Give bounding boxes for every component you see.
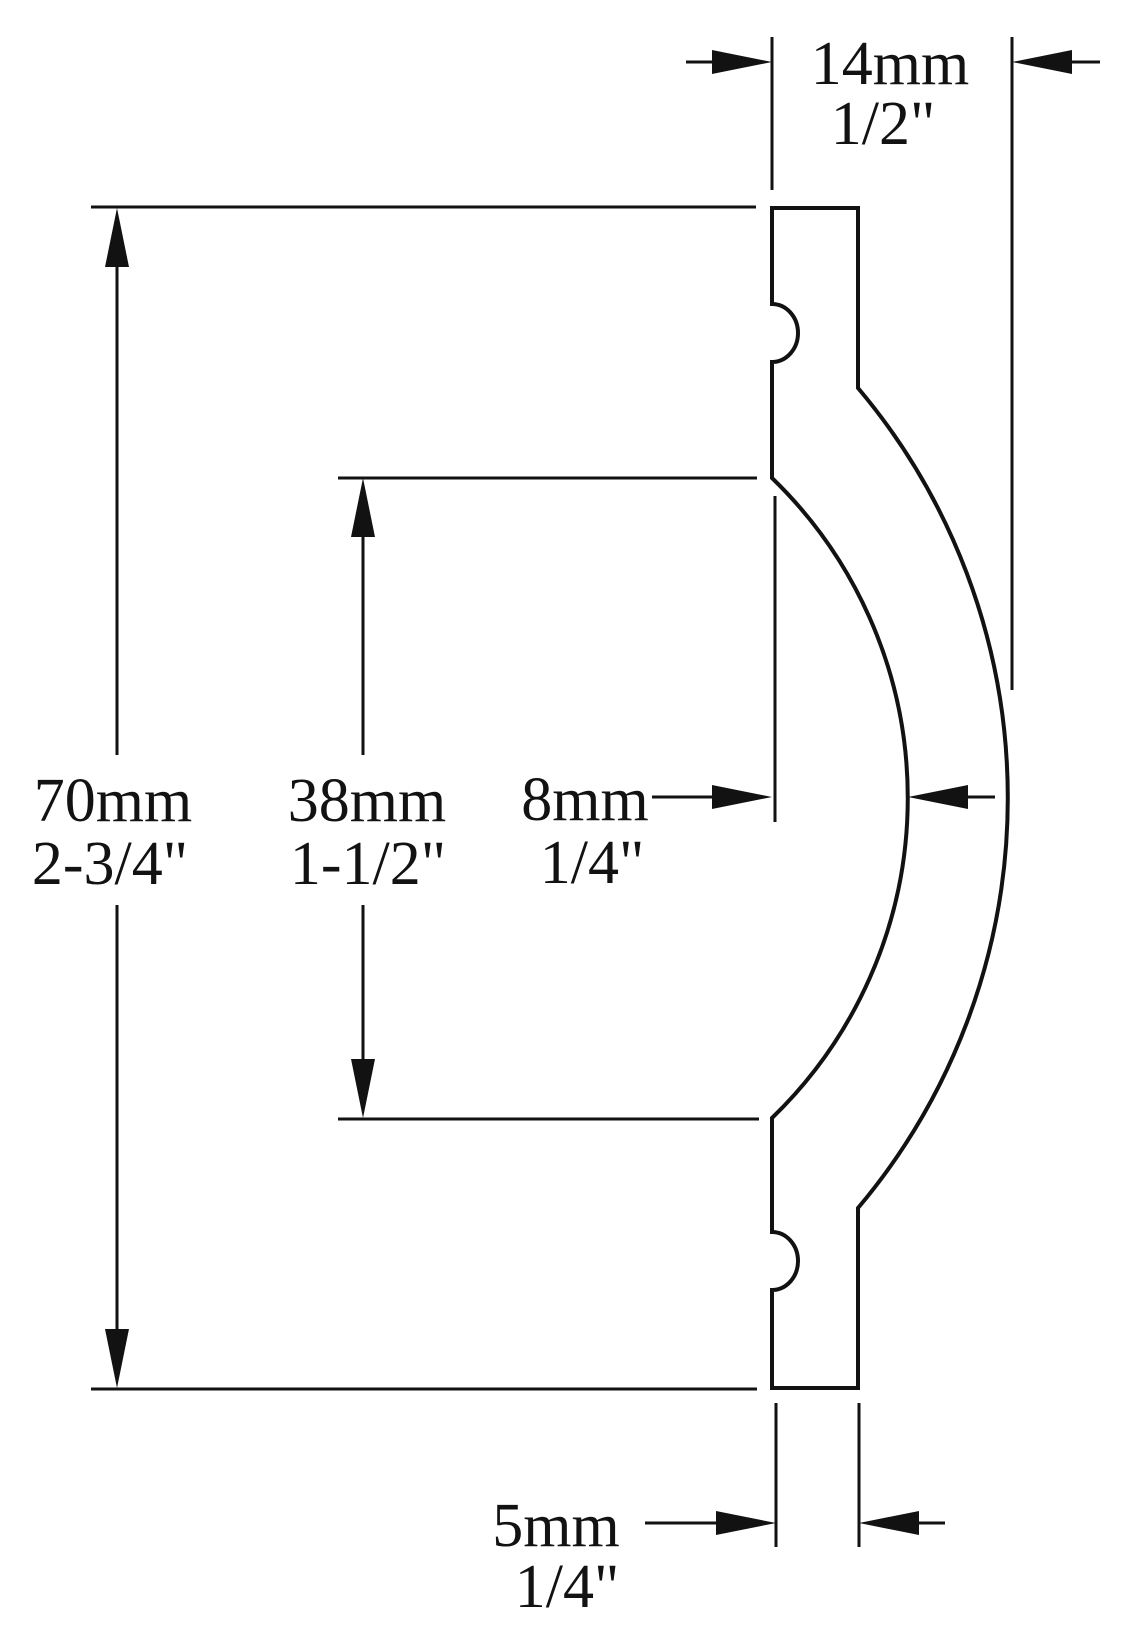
dim-label-imperial: 2-3/4" <box>32 830 188 898</box>
dim-label-imperial: 1/2" <box>831 90 936 158</box>
dim-label-metric: 70mm <box>34 767 192 835</box>
dim-face-depth: 8mm 1/4" <box>521 496 995 897</box>
arrowhead-left-icon <box>1012 50 1072 74</box>
arrowhead-up-icon <box>351 478 375 537</box>
arrowhead-left-icon <box>908 785 968 809</box>
arrowhead-up-icon <box>105 208 129 267</box>
dim-label-metric: 8mm <box>521 766 648 834</box>
dim-label-imperial: 1/4" <box>540 829 645 897</box>
moulding-profile-outline <box>770 206 1010 1390</box>
dim-face-height: 38mm 1-1/2" <box>288 476 759 1121</box>
dim-edge-thickness: 5mm 1/4" <box>492 1403 945 1621</box>
dim-label-imperial: 1/4" <box>515 1553 620 1621</box>
dim-label-metric: 14mm <box>811 30 969 98</box>
arrowhead-down-icon <box>105 1329 129 1388</box>
arrowhead-right-icon <box>712 785 772 809</box>
arrowhead-right-icon <box>712 50 772 74</box>
dim-label-metric: 5mm <box>492 1492 619 1560</box>
arrowhead-right-icon <box>716 1511 776 1535</box>
dim-label-metric: 38mm <box>288 767 446 835</box>
arrowhead-down-icon <box>351 1059 375 1118</box>
dim-label-imperial: 1-1/2" <box>290 830 446 898</box>
profile-outline-group <box>770 206 1010 1390</box>
arrowhead-left-icon <box>859 1511 919 1535</box>
dim-overall-height: 70mm 2-3/4" <box>32 205 757 1391</box>
dim-overall-depth: 14mm 1/2" <box>686 30 1100 690</box>
